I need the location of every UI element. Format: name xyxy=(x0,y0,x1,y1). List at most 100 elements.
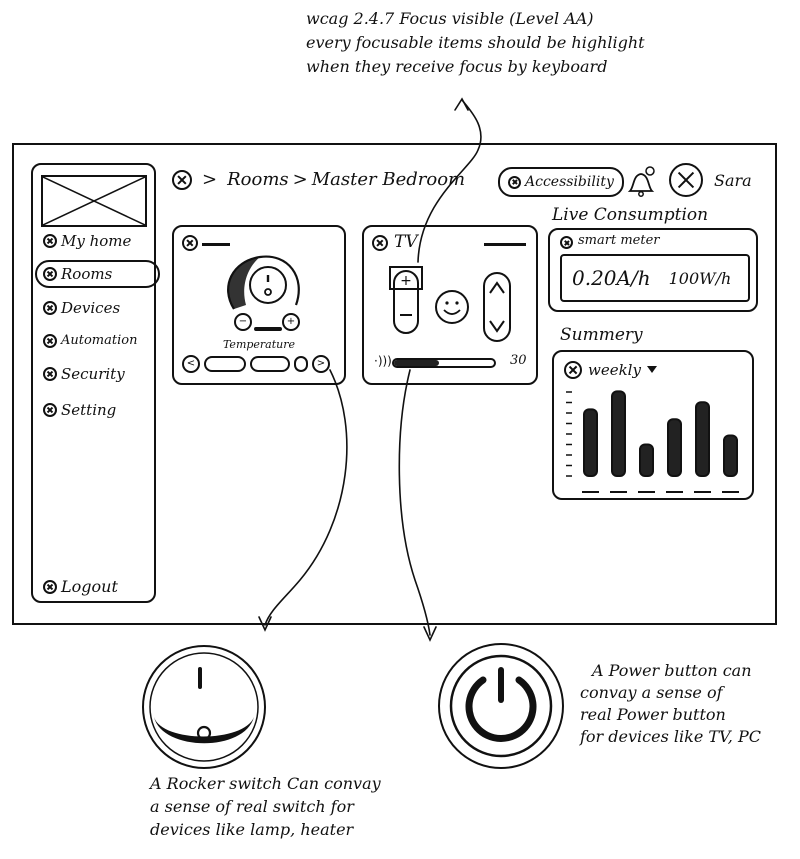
sidebar: My home Rooms Devices Automation Securit… xyxy=(31,163,160,603)
avatar[interactable] xyxy=(669,163,703,197)
range-selector[interactable]: weekly xyxy=(588,361,657,379)
logout-label: Logout xyxy=(61,577,118,596)
automation-icon xyxy=(43,333,57,348)
chart-bar xyxy=(611,390,626,477)
wcag-line: every focusable items should be highligh… xyxy=(306,33,645,52)
thermostat-dial[interactable] xyxy=(214,247,314,339)
ampere-hour-value: 0.20A/h xyxy=(572,266,651,290)
caret-icon xyxy=(646,366,657,373)
card-title-placeholder xyxy=(484,243,526,246)
tv-icon xyxy=(372,235,388,251)
volume-slider-fill xyxy=(394,360,439,366)
chevron-right-icon[interactable]: > xyxy=(312,355,330,373)
breadcrumb-rooms[interactable]: Rooms xyxy=(227,169,289,190)
breadcrumb-separator: > xyxy=(202,169,218,190)
sidebar-item-label: Devices xyxy=(61,299,121,317)
app-window xyxy=(12,143,777,625)
tv-title: TV xyxy=(394,232,418,252)
power-button-illustration xyxy=(438,643,564,769)
wcag-annotation: wcag 2.4.7 Focus visible (Level AA) ever… xyxy=(306,7,645,79)
sidebar-item-my-home[interactable]: My home xyxy=(43,232,131,250)
breadcrumb-separator: > xyxy=(292,169,308,190)
sidebar-item-label: Security xyxy=(61,365,125,383)
meter-icon xyxy=(560,236,573,249)
range-label: weekly xyxy=(588,361,641,379)
gear-icon xyxy=(43,403,57,417)
svg-text:+: + xyxy=(400,273,412,289)
rocker-annotation: A Rocker switch Can convay a sense of re… xyxy=(150,772,381,841)
card-title-placeholder xyxy=(202,243,230,246)
bell-icon[interactable] xyxy=(624,165,658,197)
mode-pill[interactable] xyxy=(294,356,308,372)
power-line: convay a sense of xyxy=(580,683,723,702)
header: > Rooms > Master Bedroom Accessibility S… xyxy=(172,163,772,199)
sidebar-item-label: Setting xyxy=(61,401,117,419)
home-icon xyxy=(43,234,57,248)
thermostat-icon xyxy=(182,235,198,251)
meter-label: smart meter xyxy=(578,233,660,248)
mode-selector: < > xyxy=(182,355,330,373)
chart-bar xyxy=(639,443,654,477)
sidebar-item-label: Rooms xyxy=(61,265,113,283)
user-name: Sara xyxy=(714,171,752,190)
tv-card: TV + ·))) 30 xyxy=(362,225,538,385)
home-icon[interactable] xyxy=(172,169,192,190)
accessibility-button[interactable]: Accessibility xyxy=(498,167,624,197)
thermostat-card: − + Temperature < > xyxy=(172,225,346,385)
logo-placeholder xyxy=(41,175,147,227)
mode-pill[interactable] xyxy=(250,356,290,372)
chevron-left-icon[interactable]: < xyxy=(182,355,200,373)
temperature-increase-button[interactable]: + xyxy=(282,313,300,331)
power-line: real Power button xyxy=(580,705,726,724)
sidebar-item-label: Automation xyxy=(61,333,138,348)
sidebar-item-setting[interactable]: Setting xyxy=(43,401,116,419)
logout-button[interactable]: Logout xyxy=(43,577,118,596)
chart-bar xyxy=(695,401,710,478)
sidebar-item-automation[interactable]: Automation xyxy=(43,333,137,348)
summary-title: Summery xyxy=(560,325,643,345)
rocker-switch-illustration xyxy=(142,645,266,769)
minus-icon: − xyxy=(238,316,248,327)
watt-hour-value: 100W/h xyxy=(668,268,732,288)
temperature-label: Temperature xyxy=(222,338,296,351)
sidebar-item-rooms[interactable]: Rooms xyxy=(43,265,112,283)
power-line: A Power button can xyxy=(592,661,752,680)
sidebar-item-devices[interactable]: Devices xyxy=(43,299,120,317)
mode-pill[interactable] xyxy=(204,356,246,372)
rocker-line: A Rocker switch Can convay xyxy=(150,774,381,793)
wcag-line: when they receive focus by keyboard xyxy=(306,57,608,76)
rocker-line: a sense of real switch for xyxy=(150,797,354,816)
power-annotation: A Power button can convay a sense of rea… xyxy=(580,660,761,748)
rocker-line: devices like lamp, heater xyxy=(150,820,354,839)
weekly-bar-chart xyxy=(566,390,739,493)
meter-readout: 0.20A/h 100W/h xyxy=(560,254,750,302)
shield-icon xyxy=(43,367,57,381)
volume-slider[interactable] xyxy=(392,358,496,368)
placeholder-image-icon xyxy=(43,177,145,225)
chart-icon xyxy=(564,361,582,379)
rooms-icon xyxy=(43,267,57,281)
wcag-line: wcag 2.4.7 Focus visible (Level AA) xyxy=(306,9,594,28)
power-line: for devices like TV, PC xyxy=(580,727,761,746)
chart-bar xyxy=(583,408,598,477)
summary-card: weekly xyxy=(552,350,754,500)
tv-controls: + xyxy=(389,266,511,342)
temperature-decrease-button[interactable]: − xyxy=(234,313,252,331)
nav-active-indicator xyxy=(35,260,160,288)
sidebar-item-label: My home xyxy=(61,232,132,250)
plus-icon: + xyxy=(286,316,296,327)
devices-icon xyxy=(43,301,57,315)
live-consumption-title: Live Consumption xyxy=(552,205,709,225)
breadcrumb-master-bedroom: Master Bedroom xyxy=(311,169,466,190)
logout-icon xyxy=(43,579,57,594)
breadcrumb: > Rooms > Master Bedroom xyxy=(172,169,465,190)
volume-value: 30 xyxy=(510,353,527,368)
accessibility-label: Accessibility xyxy=(525,174,614,190)
chart-bar xyxy=(667,418,682,478)
chart-bar xyxy=(723,434,738,477)
smart-meter-card: smart meter 0.20A/h 100W/h xyxy=(548,228,758,312)
accessibility-icon xyxy=(508,175,521,189)
sidebar-item-security[interactable]: Security xyxy=(43,365,125,383)
volume-icon: ·))) xyxy=(374,354,392,368)
